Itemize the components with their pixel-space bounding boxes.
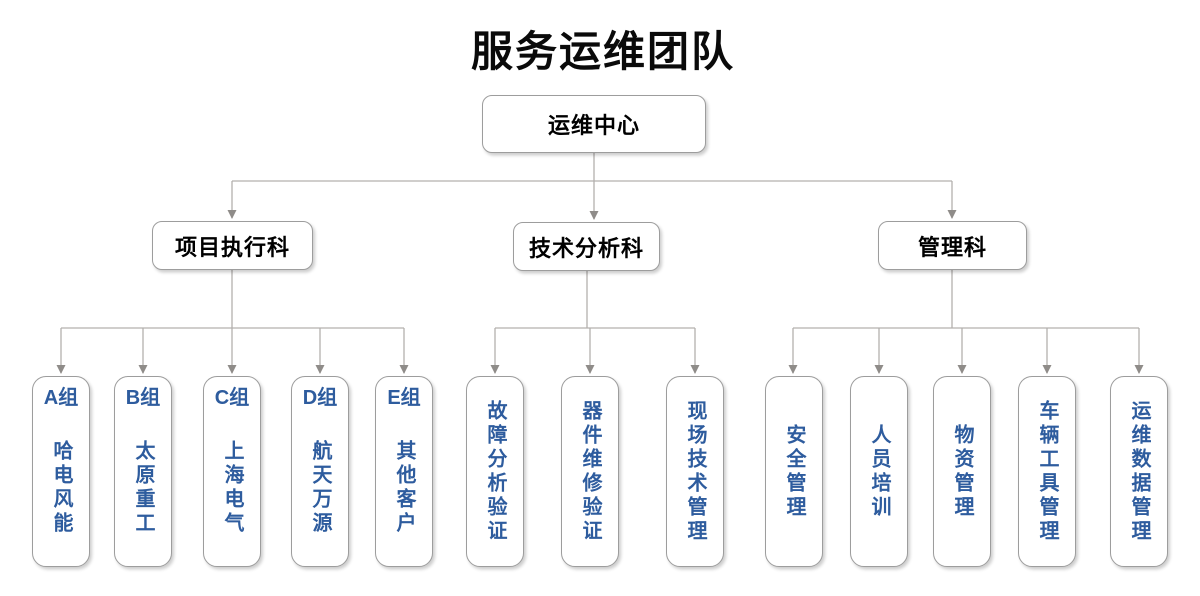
group-label: B组 [125,387,161,409]
node-label: 上海电气 [221,440,243,536]
group-label: D组 [302,387,338,409]
node-label: 故障分析验证 [484,399,506,544]
node-group-a: A组 哈电风能 [32,376,90,567]
node-fault-analysis-verification: 故障分析验证 [466,376,524,567]
group-label: A组 [43,387,79,409]
node-label: 物资管理 [951,423,973,520]
node-label: 运维中心 [547,113,640,138]
node-vehicle-tool-management: 车辆工具管理 [1018,376,1076,567]
node-section-technical-analysis: 技术分析科 [513,222,660,271]
node-label: 项目执行科 [174,234,290,260]
node-label: 其他客户 [393,440,415,536]
page-title: 服务运维团队 [470,28,735,75]
node-ops-data-management: 运维数据管理 [1110,376,1168,567]
group-label: C组 [214,387,250,409]
node-onsite-technical-management: 现场技术管理 [666,376,724,567]
node-label: 航天万源 [309,440,331,536]
node-section-project-execution: 项目执行科 [152,221,313,270]
node-safety-management: 安全管理 [765,376,823,567]
node-label: 技术分析科 [528,235,644,261]
node-label: 运维数据管理 [1128,399,1150,544]
node-group-d: D组 航天万源 [291,376,349,567]
node-label: 人员培训 [868,423,890,520]
node-section-management: 管理科 [878,221,1027,270]
node-group-b: B组 太原重工 [114,376,172,567]
node-group-e: E组 其他客户 [375,376,433,567]
node-operations-center: 运维中心 [482,95,706,153]
node-component-repair-verification: 器件维修验证 [561,376,619,567]
node-personnel-training: 人员培训 [850,376,908,567]
node-label: 太原重工 [132,440,154,536]
node-group-c: C组 上海电气 [203,376,261,567]
node-label: 器件维修验证 [579,399,601,544]
node-label: 安全管理 [783,423,805,520]
group-label: E组 [387,387,421,409]
node-label: 哈电风能 [50,440,72,536]
node-material-management: 物资管理 [933,376,991,567]
node-label: 现场技术管理 [684,399,706,544]
node-label: 管理科 [917,234,987,260]
node-label: 车辆工具管理 [1036,399,1058,544]
